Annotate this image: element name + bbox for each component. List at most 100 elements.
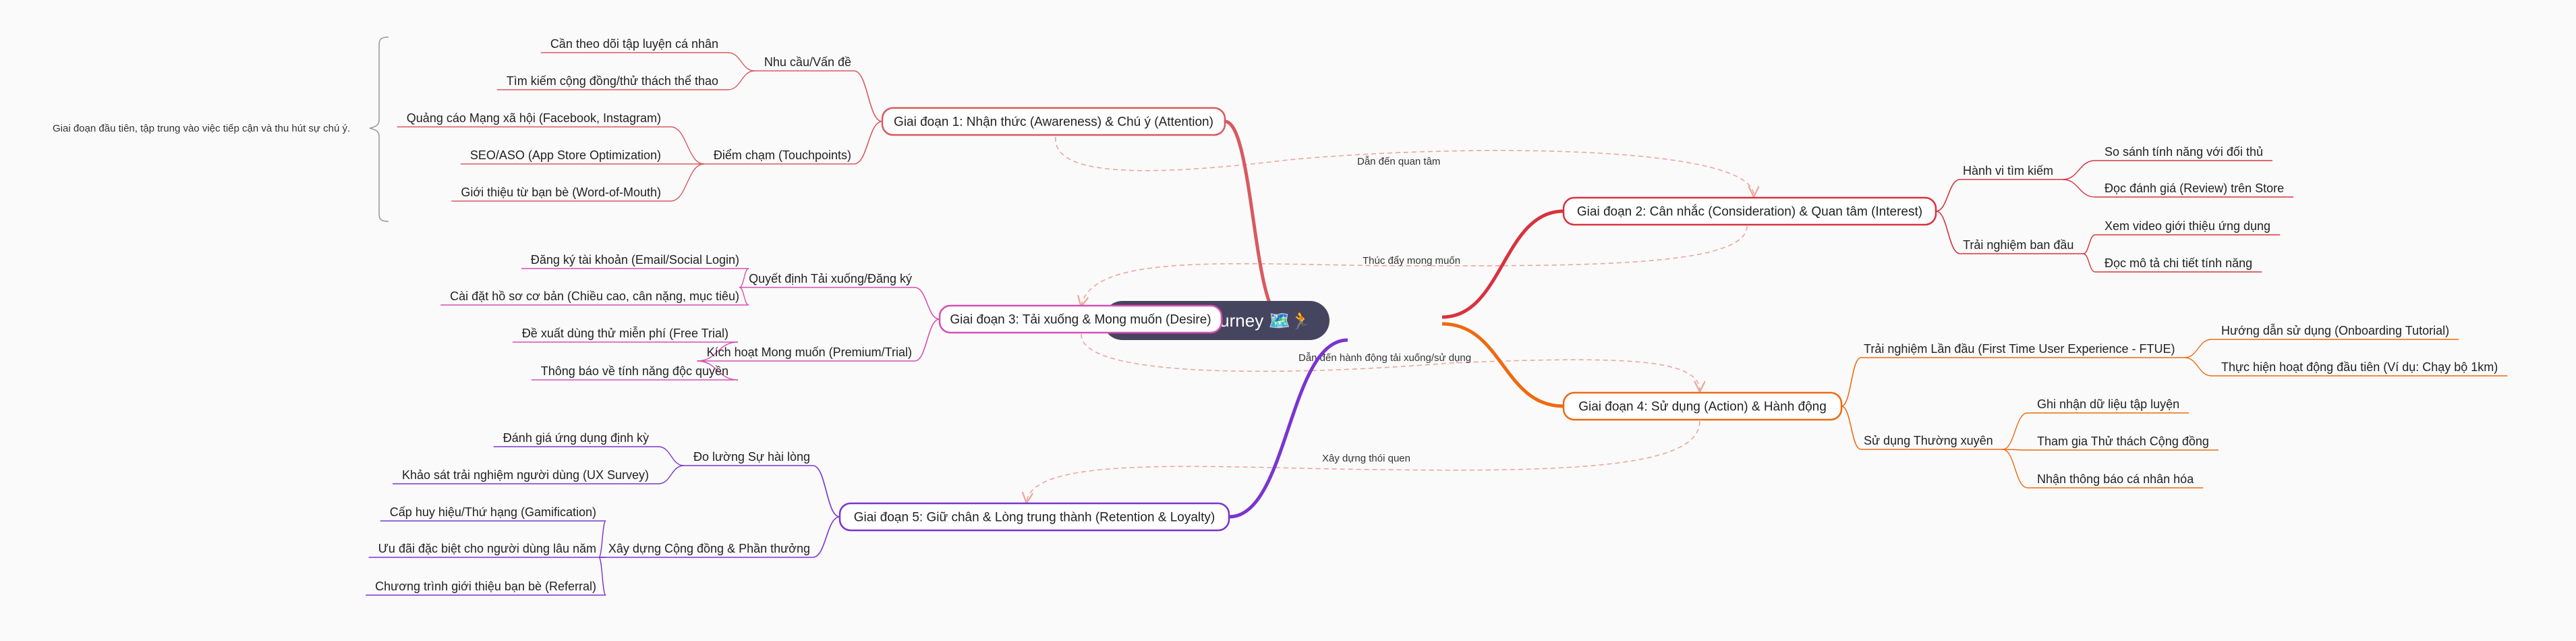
group-node[interactable]: Xây dựng Cộng đồng & Phần thưởng (608, 542, 810, 555)
leaf-node[interactable]: Ghi nhận dữ liệu tập luyện (2037, 397, 2179, 411)
leaf-node[interactable]: Thực hiện hoạt động đầu tiên (Ví dụ: Chạ… (2221, 360, 2498, 374)
leaf-node[interactable]: Ưu đãi đặc biệt cho người dùng lâu năm (378, 542, 596, 555)
stage-3-node[interactable]: Giai đoạn 3: Tải xuống & Mong muốn (Desi… (938, 304, 1223, 334)
leaf-connector (658, 446, 685, 466)
group-node[interactable]: Điểm chạm (Touchpoints) (714, 148, 851, 162)
group-node[interactable]: Đo lường Sự hài lòng (693, 450, 810, 464)
stage-label: Giai đoạn 2: Cân nhắc (Consideration) & … (1577, 204, 1922, 219)
stage-2-node[interactable]: Giai đoạn 2: Cân nhắc (Consideration) & … (1562, 196, 1937, 226)
stage-5-branch: Giai đoạn 5: Giữ chân & Lòng trung thành… (375, 431, 1230, 593)
leaf-label: Thông báo về tính năng độc quyền (541, 364, 728, 378)
leaf-node[interactable]: Giới thiệu từ bạn bè (Word-of-Mouth) (461, 186, 661, 199)
stage-label: Giai đoạn 3: Tải xuống & Mong muốn (Desi… (950, 313, 1211, 327)
stage1-connector (1224, 119, 1282, 319)
leaf-label: Cài đặt hồ sơ cơ bản (Chiều cao, cân nặn… (450, 289, 739, 303)
leaf-connector (2063, 160, 2096, 180)
leaf-connector (2063, 179, 2096, 198)
group-connector (1935, 211, 1961, 254)
stage-label: Giai đoạn 5: Giữ chân & Lòng trung thành… (854, 511, 1215, 525)
stage-box (938, 304, 1223, 334)
leaf-node[interactable]: Đọc đánh giá (Review) trên Store (2105, 182, 2284, 195)
leaf-connector (598, 520, 606, 558)
group-connector (914, 318, 940, 362)
leaf-connector (2002, 449, 2028, 489)
leaf-connector (2184, 357, 2212, 377)
leaf-node[interactable]: Đăng ký tài khoản (Email/Social Login) (531, 253, 739, 267)
stage-label: Giai đoạn 4: Sử dụng (Action) & Hành độn… (1578, 400, 1827, 414)
group-node[interactable]: Nhu cầu/Vấn đề (764, 55, 851, 69)
relation-arrow (1081, 225, 1748, 306)
group-node[interactable]: Kích hoạt Mong muốn (Premium/Trial) (707, 345, 912, 359)
group-connector (812, 465, 840, 518)
stage-5-node[interactable]: Giai đoạn 5: Giữ chân & Lòng trung thành… (838, 502, 1230, 532)
leaf-connector (739, 287, 749, 306)
group-node[interactable]: Trải nghiệm ban đầu (1963, 238, 2073, 252)
summary-bracket (369, 36, 389, 222)
leaf-node[interactable]: Cấp huy hiệu/Thứ hạng (Gamification) (390, 505, 596, 519)
leaf-node[interactable]: Chương trình giới thiệu bạn bè (Referral… (375, 580, 596, 593)
stage4-connector (1441, 322, 1564, 408)
leaf-node[interactable]: Nhận thông báo cá nhân hóa (2037, 472, 2194, 486)
stage-box (1562, 196, 1937, 226)
relation-2: Thúc đẩy mong muốn (1081, 225, 1748, 306)
leaf-node[interactable]: Thông báo về tính năng độc quyền (541, 364, 728, 378)
group-label: Trải nghiệm ban đầu (1963, 238, 2073, 252)
group-node[interactable]: Hành vi tìm kiếm (1963, 164, 2053, 177)
leaf-node[interactable]: Hướng dẫn sử dụng (Onboarding Tutorial) (2221, 323, 2449, 337)
stage-1-node[interactable]: Giai đoạn 1: Nhận thức (Awareness) & Chú… (881, 107, 1226, 136)
leaf-node[interactable]: Đánh giá ứng dụng định kỳ (503, 431, 649, 445)
group-label: Đo lường Sự hài lòng (693, 450, 810, 464)
leaf-connector (658, 465, 685, 484)
group-label: Sử dụng Thường xuyên (1864, 434, 1993, 447)
relation-label: Xây dựng thói quen (1322, 453, 1410, 464)
relation-4: Xây dựng thói quen (1027, 420, 1700, 502)
leaf-connector (670, 126, 704, 165)
leaf-node[interactable]: SEO/ASO (App Store Optimization) (470, 148, 661, 162)
leaf-node[interactable]: So sánh tính năng với đối thủ (2105, 145, 2263, 159)
leaf-node[interactable]: Quảng cáo Mạng xã hội (Facebook, Instagr… (407, 111, 661, 125)
leaf-connector (697, 341, 739, 362)
stage-2-branch: Giai đoạn 2: Cân nhắc (Consideration) & … (1562, 145, 2284, 270)
leaf-label: Giới thiệu từ bạn bè (Word-of-Mouth) (461, 186, 661, 199)
leaf-connector (697, 360, 739, 381)
stage-box (1562, 391, 1843, 421)
leaf-node[interactable]: Tìm kiếm cộng đồng/thử thách thể thao (507, 74, 718, 88)
leaf-connector (2184, 339, 2212, 358)
leaf-connector (727, 52, 755, 72)
leaf-node[interactable]: Xem video giới thiệu ứng dụng (2105, 219, 2270, 233)
leaf-node[interactable]: Tham gia Thử thách Cộng đồng (2037, 435, 2209, 448)
group-label: Điểm chạm (Touchpoints) (714, 148, 851, 162)
group-node[interactable]: Sử dụng Thường xuyên (1864, 434, 1993, 447)
leaf-label: SEO/ASO (App Store Optimization) (470, 148, 661, 162)
stage-box (838, 502, 1230, 532)
leaf-label: Đọc mô tả chi tiết tính năng (2105, 256, 2252, 270)
leaf-label: Ưu đãi đặc biệt cho người dùng lâu năm (378, 542, 596, 555)
leaf-label: Quảng cáo Mạng xã hội (Facebook, Instagr… (407, 111, 661, 125)
leaf-label: Khảo sát trải nghiệm người dùng (UX Surv… (402, 468, 649, 482)
leaf-label: Tham gia Thử thách Cộng đồng (2037, 435, 2209, 448)
group-label: Hành vi tìm kiếm (1963, 164, 2053, 177)
leaf-node[interactable]: Cài đặt hồ sơ cơ bản (Chiều cao, cân nặn… (450, 289, 739, 303)
leaf-connector (727, 70, 755, 90)
stage-1-summary: Giai đoạn đầu tiên, tập trung vào việc t… (53, 36, 389, 222)
leaf-label: Tìm kiếm cộng đồng/thử thách thể thao (507, 74, 718, 88)
leaf-connector (739, 268, 749, 288)
leaf-node[interactable]: Đọc mô tả chi tiết tính năng (2105, 256, 2252, 270)
leaf-label: Đánh giá ứng dụng định kỳ (503, 431, 649, 445)
summary-note: Giai đoạn đầu tiên, tập trung vào việc t… (53, 123, 350, 134)
group-label: Quyết định Tải xuống/Đăng ký (749, 272, 912, 285)
leaf-node[interactable]: Khảo sát trải nghiệm người dùng (UX Surv… (402, 468, 649, 482)
group-node[interactable]: Trải nghiệm Lần đầu (First Time User Exp… (1864, 342, 2175, 356)
group-connector (853, 121, 883, 165)
leaf-label: Cần theo dõi tập luyện cá nhân (550, 37, 718, 51)
leaf-label: So sánh tính năng với đối thủ (2105, 145, 2263, 159)
leaf-label: Đăng ký tài khoản (Email/Social Login) (531, 253, 739, 267)
relation-arrow (1081, 333, 1700, 391)
leaf-node[interactable]: Cần theo dõi tập luyện cá nhân (550, 37, 718, 51)
leaf-node[interactable]: Đề xuất dùng thử miễn phí (Free Trial) (522, 326, 728, 340)
group-connector (1841, 406, 1862, 450)
stage-4-node[interactable]: Giai đoạn 4: Sử dụng (Action) & Hành độn… (1562, 391, 1843, 421)
group-node[interactable]: Quyết định Tải xuống/Đăng ký (749, 272, 912, 285)
relation-arrow (1055, 136, 1754, 196)
group-connector (812, 516, 840, 558)
